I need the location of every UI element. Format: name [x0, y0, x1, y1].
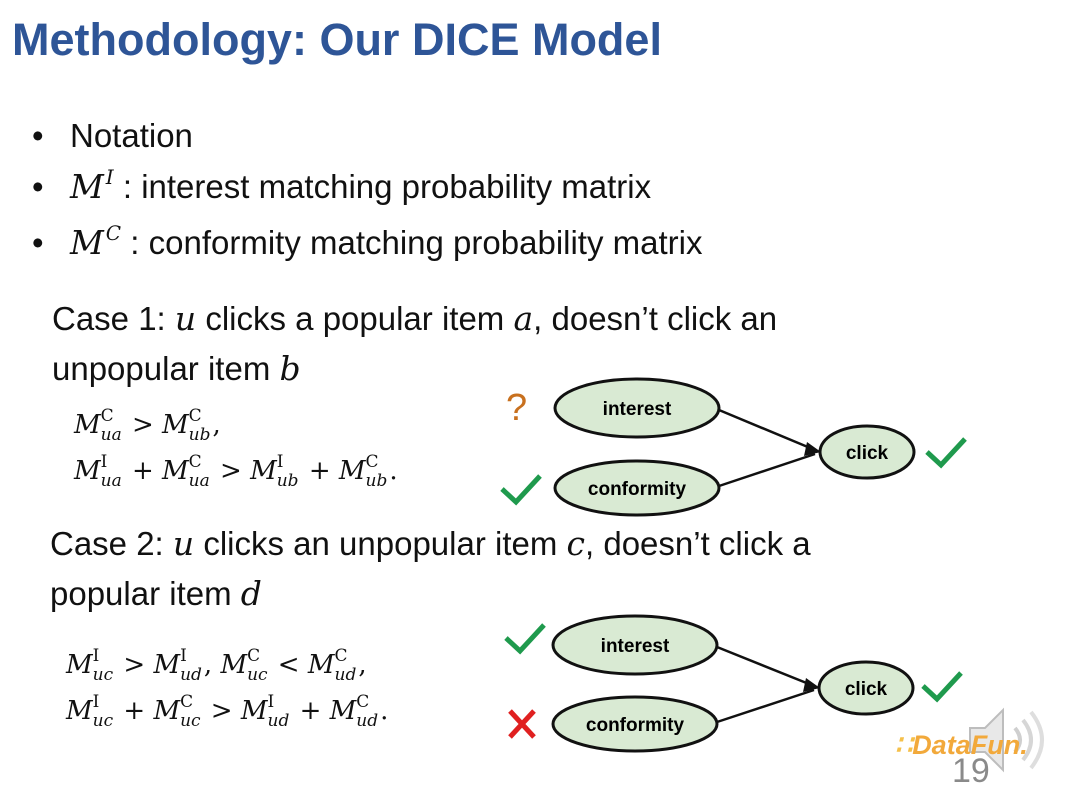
conformity-node-2 — [551, 695, 719, 753]
conformity-label-1: conformity — [588, 479, 687, 500]
case2-text: Case 2: u clicks an unpopular item c, do… — [50, 524, 811, 613]
check-icon — [921, 671, 963, 703]
page-number: 19 — [952, 752, 990, 790]
case1-diagram: ? interest conformity click — [500, 377, 967, 517]
check-icon — [925, 437, 967, 469]
interest-label-1: interest — [603, 399, 672, 420]
question-mark-icon: ? — [506, 387, 527, 429]
speaker-icon[interactable] — [965, 700, 1050, 780]
interest-node-2 — [551, 614, 719, 676]
interest-node-1 — [553, 377, 721, 439]
click-label-1: click — [846, 443, 889, 464]
datafun-logo: ∷DataFun. — [895, 730, 1028, 760]
slide-title: Methodology: Our DICE Model — [12, 14, 662, 65]
mc-symbol: M — [70, 223, 104, 262]
cross-icon — [508, 709, 536, 739]
check-icon — [504, 623, 546, 655]
conformity-label-2: conformity — [586, 715, 685, 736]
mi-symbol: M — [70, 167, 104, 206]
interest-label-2: interest — [601, 636, 670, 657]
case2-diagram: interest conformity click — [504, 614, 963, 753]
bullet-notation: •Notation — [32, 117, 193, 154]
conformity-node-1 — [553, 459, 721, 517]
case1-text: Case 1: u clicks a popular item a, doesn… — [52, 299, 778, 388]
check-icon — [500, 474, 542, 506]
click-label-2: click — [845, 679, 888, 700]
